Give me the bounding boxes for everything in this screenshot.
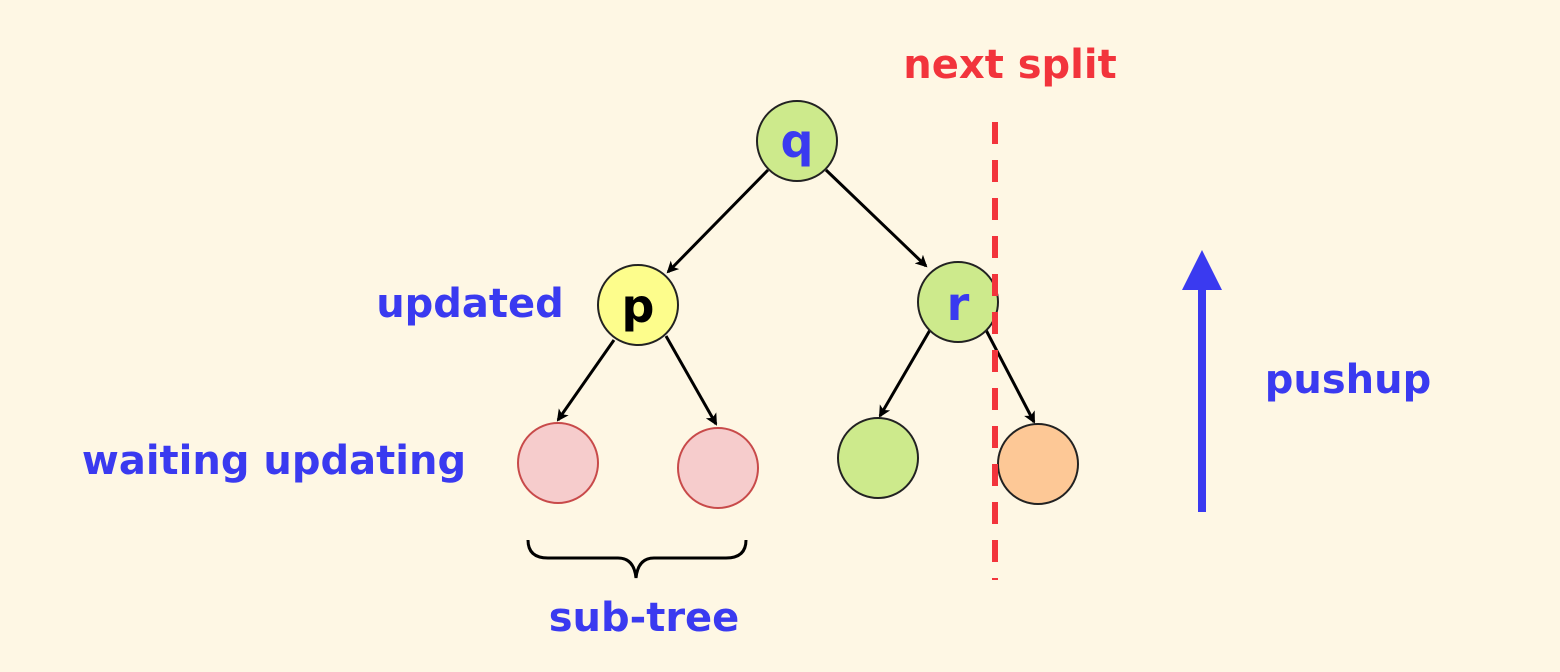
- node-q-label: q: [781, 114, 814, 168]
- edge-q-p: [666, 168, 770, 274]
- edge-p-right: [664, 335, 718, 426]
- node-q: q: [756, 100, 838, 182]
- updated-label: updated: [376, 281, 564, 327]
- node-p: p: [597, 264, 679, 346]
- leaf-pink-left: [517, 422, 599, 504]
- leaf-orange: [997, 423, 1079, 505]
- edge-p-left: [556, 339, 616, 422]
- node-r-label: r: [947, 277, 970, 331]
- node-p-label: p: [622, 279, 655, 333]
- sub-tree-brace: [526, 539, 748, 579]
- sub-tree-label: sub-tree: [549, 595, 740, 641]
- edge-q-r: [824, 168, 928, 268]
- pushup-arrow-icon: [1182, 250, 1222, 290]
- waiting-updating-label: waiting updating: [82, 438, 466, 484]
- pushup-label: pushup: [1265, 357, 1432, 403]
- edge-r-right: [984, 329, 1036, 424]
- leaf-pink-right: [677, 427, 759, 509]
- edge-r-left: [878, 329, 932, 418]
- next-split-label: next split: [903, 42, 1116, 88]
- leaf-green: [837, 417, 919, 499]
- node-r: r: [917, 261, 999, 343]
